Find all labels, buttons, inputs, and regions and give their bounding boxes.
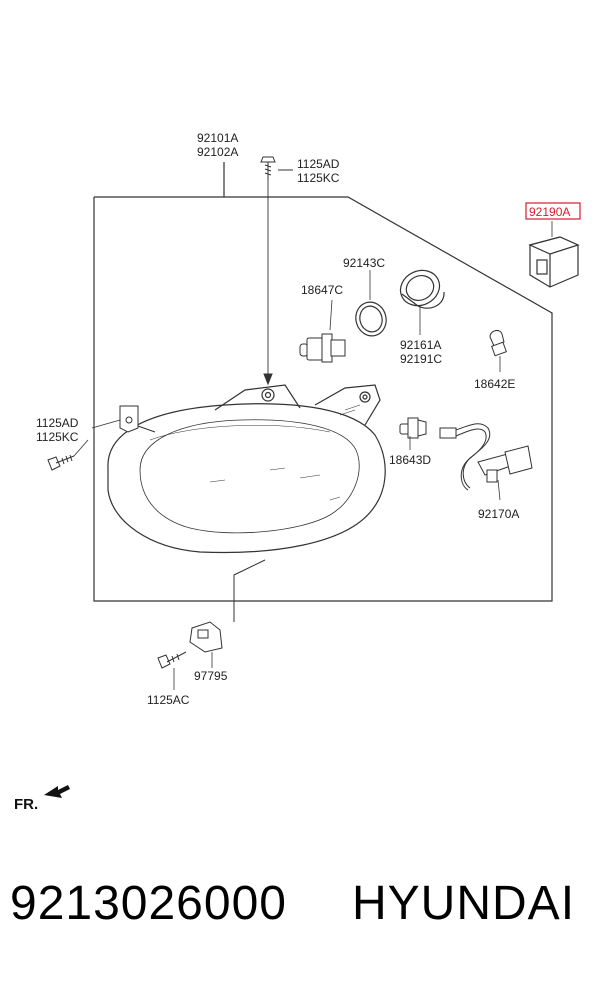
part-number: 9213026000 (10, 877, 287, 930)
label-headlamp-assy-1: 92101A (197, 131, 238, 145)
label-bracket: 97795 (194, 669, 228, 683)
label-headlamp-assy-2: 92102A (197, 145, 238, 159)
label-highlighted-part: 92190A (529, 205, 570, 219)
label-bulb-main: 18647C (301, 283, 343, 297)
left-bracket (91, 405, 156, 433)
label-bulb-position: 18643D (389, 453, 431, 467)
label-bolt-left-1: 1125AD (36, 416, 79, 430)
small-bulb-1 (489, 329, 507, 372)
front-arrow-icon (44, 785, 70, 798)
main-bulb (299, 299, 346, 363)
bottom-screw-part (157, 651, 187, 690)
label-bulb-small: 18642E (474, 377, 515, 391)
dust-cap-part (528, 221, 580, 288)
label-front-indicator: FR. (14, 796, 38, 813)
label-socket-2: 92191C (400, 352, 442, 366)
highlight-box (525, 202, 581, 220)
headlamp-socket (399, 269, 445, 335)
label-socket-1: 92161A (400, 338, 441, 352)
label-bolt-left-2: 1125KC (36, 430, 79, 444)
label-wiring: 92170A (478, 507, 519, 521)
wiring-harness (439, 423, 533, 501)
label-bolt-top-2: 1125KC (297, 171, 340, 185)
top-bolt-part (260, 156, 293, 386)
position-bulb (399, 417, 427, 450)
bottom-bracket (189, 559, 266, 668)
brand-name: HYUNDAI (352, 877, 576, 930)
label-screw-bottom: 1125AC (147, 693, 190, 707)
bulb-retaining-ring (355, 270, 387, 337)
headlamp-housing (107, 384, 386, 554)
label-ring: 92143C (343, 256, 385, 270)
label-bolt-top-1: 1125AD (297, 157, 340, 171)
left-bolt-part (47, 439, 89, 471)
assembly-frame (93, 162, 553, 602)
